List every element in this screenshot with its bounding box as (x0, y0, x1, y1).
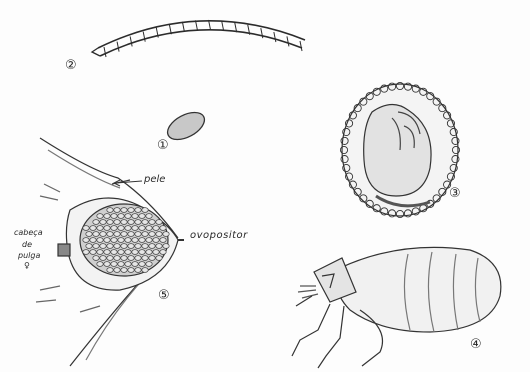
number-tunga: ⑤ (158, 288, 170, 303)
female-symbol: ♀ (24, 261, 30, 270)
label-de: de (22, 240, 32, 249)
number-adult: ④ (470, 337, 482, 352)
number-pupa: ③ (449, 186, 461, 201)
label-cabeca: cabeça (14, 228, 43, 237)
number-larva: ② (65, 58, 77, 73)
number-egg: ① (157, 138, 169, 153)
label-pulga: pulga (18, 251, 40, 260)
label-ovopositor: ovopositor (190, 230, 248, 241)
